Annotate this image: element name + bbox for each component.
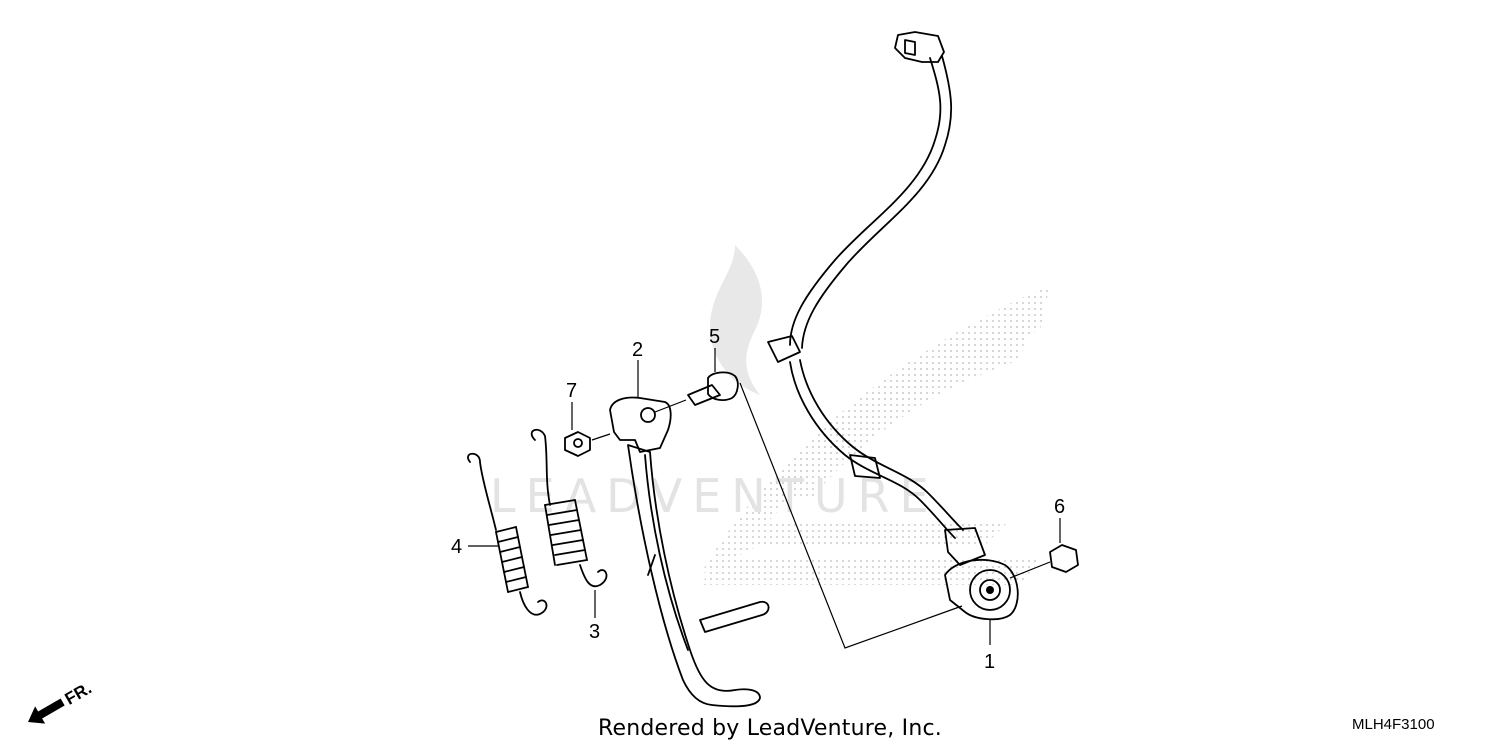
collar-7 [564,431,611,457]
callouts: 1 2 3 4 5 6 7 [451,326,1065,673]
bolt-5 [654,371,739,413]
direction-label: FR. [62,679,95,709]
callout-7: 7 [566,380,577,402]
diagram-code: MLH4F3100 [1352,716,1435,733]
callout-6: 6 [1054,496,1065,518]
watermark-text: LEADVENTURE [490,469,939,523]
callout-2: 2 [632,339,643,361]
callout-3: 3 [589,621,600,643]
render-credit: Rendered by LeadVenture, Inc. [598,716,942,741]
front-direction-arrow: FR. [28,679,95,724]
leader-lines [468,348,1061,649]
side-stand [609,396,770,708]
spring-4 [467,452,548,616]
callout-1: 1 [984,651,995,673]
callout-4: 4 [451,536,462,558]
nut-6 [1009,544,1079,579]
watermark: LEADVENTURE [490,245,1050,585]
callout-5: 5 [709,326,720,348]
side-stand-switch [767,31,1019,621]
spring-3 [530,428,608,588]
